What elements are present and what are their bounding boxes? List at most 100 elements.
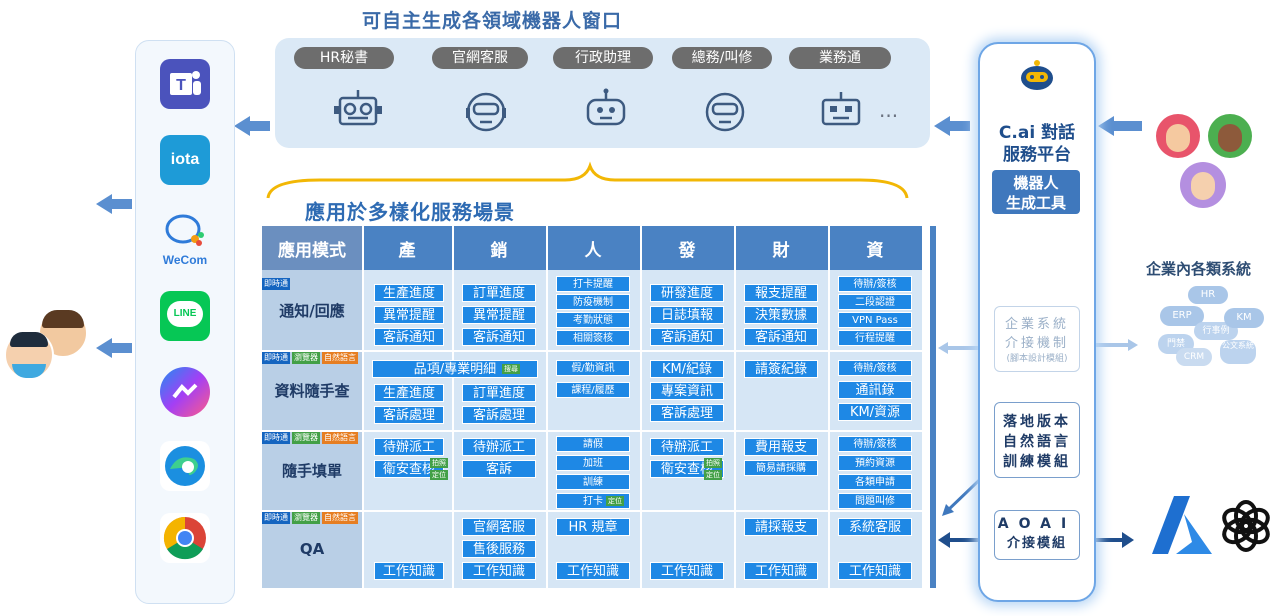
cell-item[interactable]: 異常提醒	[374, 306, 444, 324]
cell-item[interactable]: KM/紀錄	[650, 360, 724, 378]
cell-item[interactable]: 售後服務	[462, 540, 536, 558]
tag-browser: 瀏覽器	[292, 512, 320, 524]
tag-nlp: 自然語言	[322, 432, 358, 444]
mech-label: AOAI	[997, 516, 1077, 532]
cell-item[interactable]: KM/資源	[838, 403, 912, 421]
cell-item[interactable]: 通訊錄	[838, 381, 912, 399]
system-db: 公文系統	[1220, 340, 1256, 364]
cell-item[interactable]: 工作知識	[744, 562, 818, 580]
col-header: 發	[640, 226, 734, 270]
cell-item[interactable]: 加班	[556, 455, 630, 471]
cell-item[interactable]: 客訴處理	[650, 404, 724, 422]
cell-item[interactable]: 待辦派工	[374, 438, 444, 456]
iota-icon[interactable]: iota	[160, 135, 210, 185]
cell-item[interactable]: 訂單進度	[462, 384, 536, 402]
svg-text:T: T	[176, 77, 186, 94]
cell-item[interactable]: 費用報支	[744, 438, 818, 456]
bot-label-admin: 行政助理	[553, 47, 653, 69]
cell-item[interactable]: 打卡提醒	[556, 276, 630, 292]
cell-item[interactable]: 決策數據	[744, 306, 818, 324]
cell-item[interactable]: 行程提醒	[838, 330, 912, 346]
cell-item[interactable]: 客訴通知	[744, 328, 818, 346]
cell-item[interactable]: 異常提醒	[462, 306, 536, 324]
cell-item[interactable]: 報支提醒	[744, 284, 818, 302]
tag-location: 定位	[704, 470, 722, 480]
cai-platform-panel: C.ai 對話 服務平台 機器人 生成工具 企業系統 介接機制 (腳本設計模組)…	[978, 42, 1096, 602]
cell-item[interactable]: 待辦/簽核	[838, 276, 912, 292]
col-header: 財	[734, 226, 828, 270]
cell-item[interactable]: 系統客服	[838, 518, 912, 536]
robot-icon	[586, 88, 626, 126]
mech-label: 落地版本	[1003, 414, 1071, 430]
cell-item[interactable]: 相關簽核	[556, 330, 630, 346]
cell-item[interactable]: 客訴	[462, 460, 536, 478]
systems-cluster: HR ERP 行事例 KM 門禁 公文系統 CRM	[1150, 282, 1270, 372]
wecom-label: WeCom	[162, 253, 208, 267]
cell-item[interactable]: 待辦/簽核	[838, 360, 912, 376]
mech-label: 介接機制	[1004, 336, 1069, 351]
cell-item[interactable]: 客訴通知	[374, 328, 444, 346]
cell-item[interactable]: 客訴通知	[650, 328, 724, 346]
iota-label: iota	[170, 151, 200, 168]
robot-icon	[334, 90, 382, 126]
cell-item[interactable]: 專案資訊	[650, 382, 724, 400]
cell-item[interactable]: 訂單進度	[462, 284, 536, 302]
nlp-training-module[interactable]: 落地版本 自然語言 訓練模組	[994, 402, 1080, 478]
cell-item[interactable]: 工作知識	[374, 562, 444, 580]
tag-im: 即時通	[262, 512, 290, 524]
cell-item[interactable]: HR 規章	[556, 518, 630, 536]
aoai-module[interactable]: AOAI 介接模組	[994, 510, 1080, 560]
cell-item[interactable]: 生產進度	[374, 384, 444, 402]
openai-icon	[1222, 500, 1270, 552]
cell-item[interactable]: 日誌填報	[650, 306, 724, 324]
cell-item[interactable]: 請簽紀錄	[744, 360, 818, 378]
mech-label: 訓練模組	[1003, 454, 1071, 470]
tag-location: 定位	[606, 496, 624, 506]
cell-item[interactable]: 各類申請	[838, 474, 912, 490]
gen-label: 機器人	[1013, 174, 1059, 192]
cell-item[interactable]: 待辦/簽核	[838, 436, 912, 452]
cell-item[interactable]: 客訴處理	[462, 406, 536, 424]
cell-item-wide[interactable]: 品項/專業明細	[372, 360, 538, 378]
cell-item[interactable]: 預約資源	[838, 455, 912, 471]
bot-generator-button[interactable]: 機器人 生成工具	[992, 170, 1080, 214]
cell-item[interactable]: 待辦派工	[462, 438, 536, 456]
cell-item[interactable]: 生產進度	[374, 284, 444, 302]
cell-item[interactable]: 請採報支	[744, 518, 818, 536]
cell-item[interactable]: 二段認證	[838, 294, 912, 310]
messenger-icon[interactable]	[160, 367, 210, 417]
tag-search: 搜尋	[502, 364, 520, 374]
cell-item[interactable]: 訓練	[556, 474, 630, 490]
teams-icon[interactable]: T	[160, 59, 210, 109]
user-avatar	[4, 330, 54, 380]
wecom-icon[interactable]: WeCom	[150, 209, 220, 269]
cell-item[interactable]: 簡易請採購	[744, 460, 818, 476]
cell-item[interactable]: 防疫機制	[556, 294, 630, 310]
cell-item[interactable]: 工作知識	[556, 562, 630, 580]
cell-item[interactable]: 官網客服	[462, 518, 536, 536]
cell-item[interactable]: 考勤狀態	[556, 312, 630, 328]
cell-item[interactable]: 假/勤資訊	[556, 360, 630, 376]
edge-icon[interactable]	[160, 441, 210, 491]
line-label: LINE	[167, 301, 203, 327]
chrome-icon[interactable]	[160, 513, 210, 563]
cell-item[interactable]: 客訴通知	[462, 328, 536, 346]
bots-title: 可自主生成各領域機器人窗口	[361, 10, 622, 32]
system-integration-module[interactable]: 企業系統 介接機制 (腳本設計模組)	[994, 306, 1080, 372]
cell-item[interactable]: 衛安查核	[374, 460, 444, 478]
cell-item[interactable]: 課程/履歷	[556, 382, 630, 398]
cai-logo-icon	[1021, 60, 1053, 90]
cell-item[interactable]: 請假	[556, 436, 630, 452]
line-icon[interactable]: LINE	[160, 291, 210, 341]
cell-item[interactable]: 研發進度	[650, 284, 724, 302]
cell-item[interactable]: 客訴處理	[374, 406, 444, 424]
cell-item[interactable]: 問題叫修	[838, 493, 912, 509]
more-bots-ellipsis: ...	[879, 98, 899, 122]
cell-item[interactable]: 工作知識	[650, 562, 724, 580]
system-db: HR	[1188, 286, 1228, 304]
cell-item[interactable]: 工作知識	[462, 562, 536, 580]
cell-item[interactable]: 工作知識	[838, 562, 912, 580]
cell-item[interactable]: VPN Pass	[838, 312, 912, 328]
cell-item[interactable]: 待辦派工	[650, 438, 724, 456]
platform-title: 服務平台	[1003, 145, 1071, 165]
